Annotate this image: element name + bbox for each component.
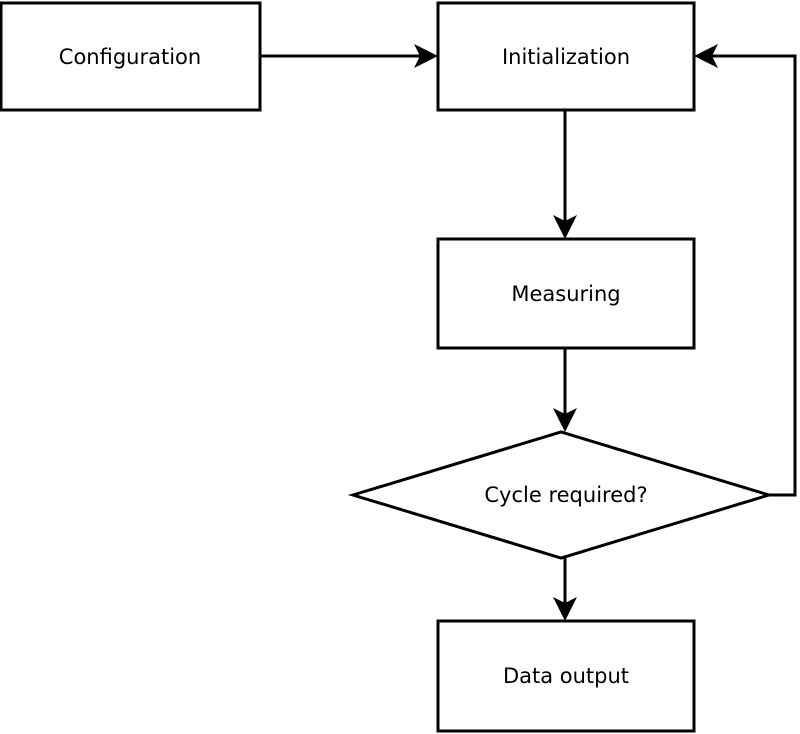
edge-cycle-required-to-data-output	[553, 558, 577, 621]
arrowhead-icon	[414, 44, 438, 68]
node-label: Cycle required?	[484, 483, 647, 507]
node-configuration[interactable]: Configuration	[0, 1, 262, 112]
node-label: Measuring	[511, 282, 620, 306]
arrowhead-icon	[553, 215, 577, 239]
node-cycle-required[interactable]: Cycle required?	[347, 430, 775, 560]
arrowhead-icon	[553, 408, 577, 432]
edge-configuration-to-initialization	[260, 44, 438, 68]
edge-measuring-to-cycle-required	[553, 348, 577, 432]
node-initialization[interactable]: Initialization	[436, 1, 696, 112]
node-label: Configuration	[59, 45, 201, 69]
node-shape-rect[interactable]	[0, 1, 262, 112]
node-shape-rect[interactable]	[436, 619, 696, 733]
node-shape-rect[interactable]	[436, 237, 696, 350]
arrowhead-icon	[694, 44, 718, 68]
node-shape-rect[interactable]	[436, 1, 696, 112]
node-shape-diamond[interactable]	[347, 430, 775, 560]
edge-initialization-to-measuring	[553, 110, 577, 239]
edge-cycle-required-to-initialization	[694, 44, 797, 497]
arrowhead-icon	[553, 597, 577, 621]
edge-line	[700, 54, 797, 497]
node-measuring[interactable]: Measuring	[436, 237, 696, 350]
node-label: Data output	[503, 664, 629, 688]
node-label: Initialization	[502, 45, 630, 69]
node-data-output[interactable]: Data output	[436, 619, 696, 733]
